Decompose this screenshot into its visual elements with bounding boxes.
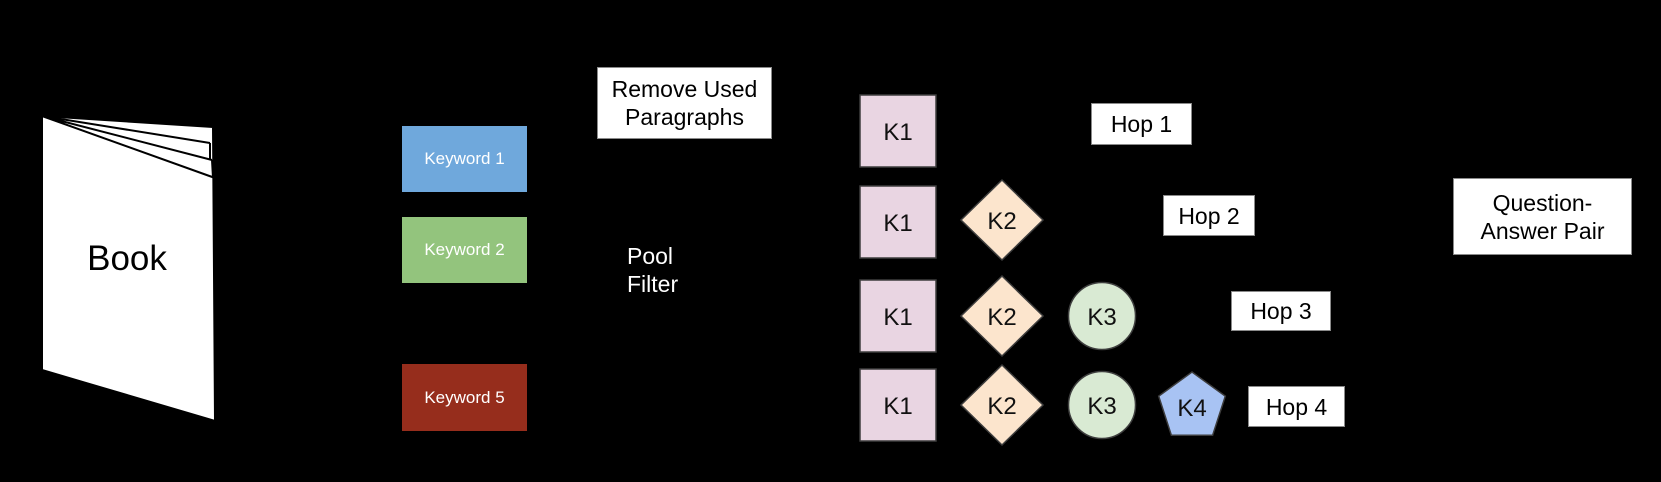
k2-diamond (959, 178, 1045, 262)
k4-pentagon (1157, 371, 1227, 437)
chain-row-4: K1 K2 K3 K4 (859, 363, 1227, 447)
k2-diamond (959, 363, 1045, 447)
keyword-2-box: Keyword 2 (402, 217, 527, 283)
k1-square (859, 368, 937, 442)
k3-label: K3 (1087, 393, 1116, 420)
keyword-1-label: Keyword 1 (424, 149, 505, 168)
k1-square (859, 185, 937, 259)
keyword-1-box: Keyword 1 (402, 126, 527, 192)
book-icon: Book (41, 115, 216, 422)
k2-label: K2 (987, 304, 1016, 331)
remove-used-paragraphs-label: Remove Used Paragraphs (611, 76, 758, 130)
hop-3-box: Hop 3 (1231, 291, 1331, 331)
hop-4-label: Hop 4 (1265, 393, 1328, 420)
k1-label: K1 (883, 304, 912, 331)
k1-label: K1 (883, 210, 912, 237)
remove-used-paragraphs-box: Remove Used Paragraphs (597, 67, 772, 139)
keyword-5-box: Keyword 5 (402, 364, 527, 431)
pool-filter-label: Pool Filter (627, 243, 679, 297)
k2-label: K2 (987, 393, 1016, 420)
book-label: Book (87, 239, 167, 278)
question-answer-pair-label: Question- Answer Pair (1480, 189, 1605, 244)
hop-1-box: Hop 1 (1091, 103, 1192, 145)
book-cover-shape (41, 115, 216, 422)
k1-square (859, 279, 937, 353)
hop-2-box: Hop 2 (1163, 195, 1255, 236)
hop-4-box: Hop 4 (1248, 386, 1345, 427)
k1-label: K1 (883, 393, 912, 420)
k3-circle (1067, 370, 1137, 440)
hop-2-label: Hop 2 (1178, 202, 1240, 229)
keyword-5-label: Keyword 5 (424, 387, 505, 407)
k1-label: K1 (883, 119, 912, 146)
k2-label: K2 (987, 208, 1016, 235)
k4-label: K4 (1177, 395, 1206, 422)
k3-label: K3 (1087, 304, 1116, 331)
k1-square (859, 94, 937, 168)
question-answer-pair-box: Question- Answer Pair (1453, 178, 1632, 255)
chain-row-2: K1 K2 (859, 178, 1045, 262)
hop-3-label: Hop 3 (1250, 298, 1312, 324)
keyword-2-label: Keyword 2 (424, 240, 505, 259)
chain-row-3: K1 K2 K3 (859, 274, 1137, 358)
k3-circle (1067, 281, 1137, 351)
k2-diamond (959, 274, 1045, 358)
hop-1-label: Hop 1 (1110, 111, 1173, 137)
book-page-lines (41, 115, 216, 179)
chain-row-1: K1 (859, 94, 937, 168)
